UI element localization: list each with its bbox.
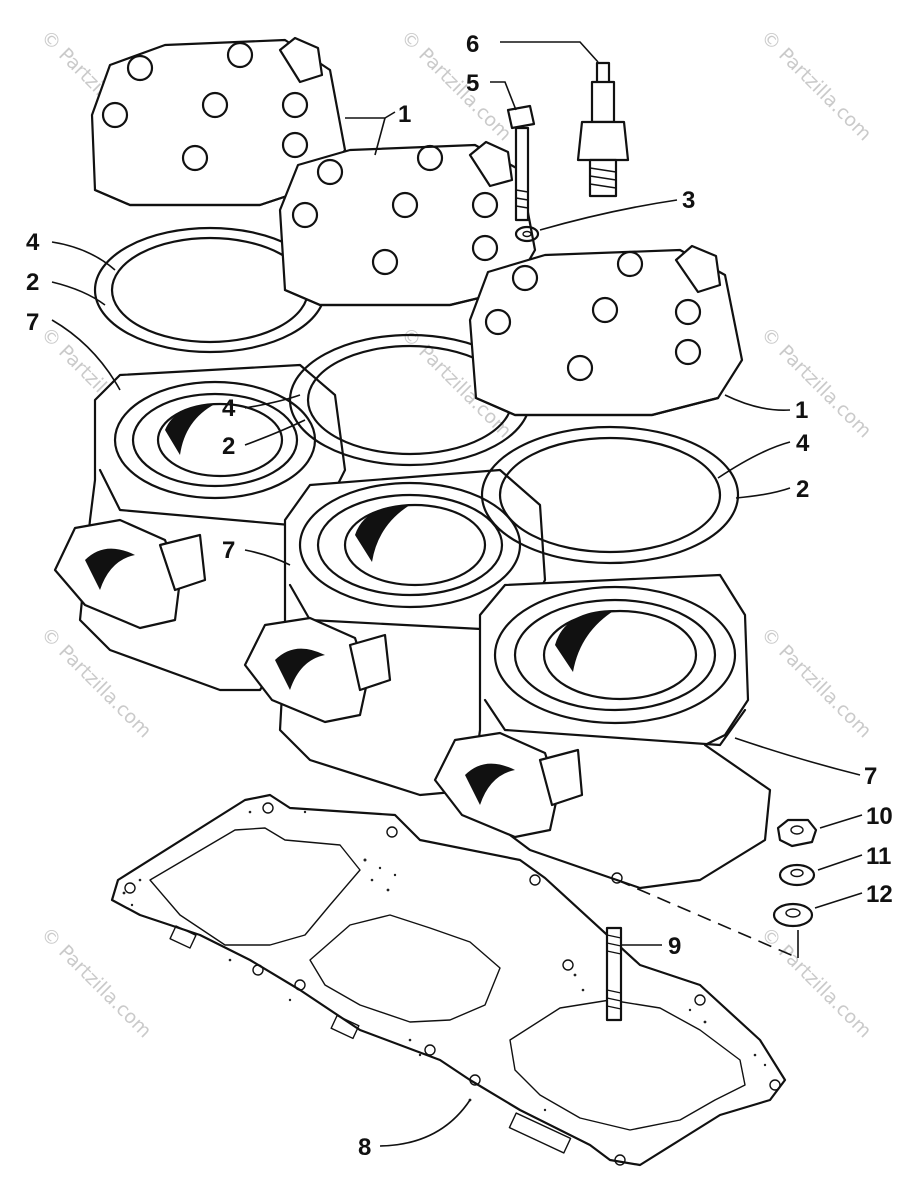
watermark: © Partzilla.com (756, 323, 875, 442)
callout-7: 7 (26, 309, 39, 336)
base-gasket-icon (110, 793, 787, 1167)
callout-10: 10 (866, 803, 893, 830)
cylinder-icon (53, 363, 347, 692)
bolt-icon (506, 104, 536, 222)
gasket-ring-icon (480, 425, 740, 565)
callout-5: 5 (466, 70, 479, 97)
callout-1: 1 (398, 101, 411, 128)
callout-8: 8 (358, 1134, 371, 1161)
washer-icon (778, 863, 816, 887)
callout-2: 2 (26, 269, 39, 296)
callout-labels: 1 1 2 2 2 3 4 4 4 5 6 7 7 7 8 9 10 11 12 (26, 31, 893, 1161)
callout-11: 11 (866, 843, 891, 870)
cylinder-icon (433, 573, 772, 890)
callout-1: 1 (795, 397, 808, 424)
callout-4: 4 (796, 430, 810, 457)
callout-3: 3 (682, 187, 695, 214)
spark-plug-icon (576, 61, 630, 198)
callout-4: 4 (222, 395, 236, 422)
watermark: © Partzilla.com (756, 623, 875, 742)
callout-12: 12 (866, 881, 893, 908)
stud-icon (605, 926, 623, 1022)
watermark: © Partzilla.com (396, 26, 515, 145)
washer-icon (514, 225, 540, 243)
cylinder-icon (243, 468, 547, 797)
callout-6: 6 (466, 31, 479, 58)
nut-icon (776, 818, 818, 848)
callout-2: 2 (222, 433, 235, 460)
watermark: © Partzilla.com (36, 923, 155, 1042)
cylinder-head-icon (278, 140, 537, 307)
watermark: © Partzilla.com (756, 26, 875, 145)
cylinder-head-icon (468, 244, 744, 417)
callout-2: 2 (796, 476, 809, 503)
callout-7: 7 (222, 537, 235, 564)
watermark: © Partzilla.com (756, 923, 875, 1042)
callout-4: 4 (26, 229, 40, 256)
gasket-texture (122, 810, 767, 1112)
callout-9: 9 (668, 933, 681, 960)
leader-lines (51, 41, 863, 1147)
callout-7: 7 (864, 763, 877, 790)
washer-icon (772, 902, 814, 928)
